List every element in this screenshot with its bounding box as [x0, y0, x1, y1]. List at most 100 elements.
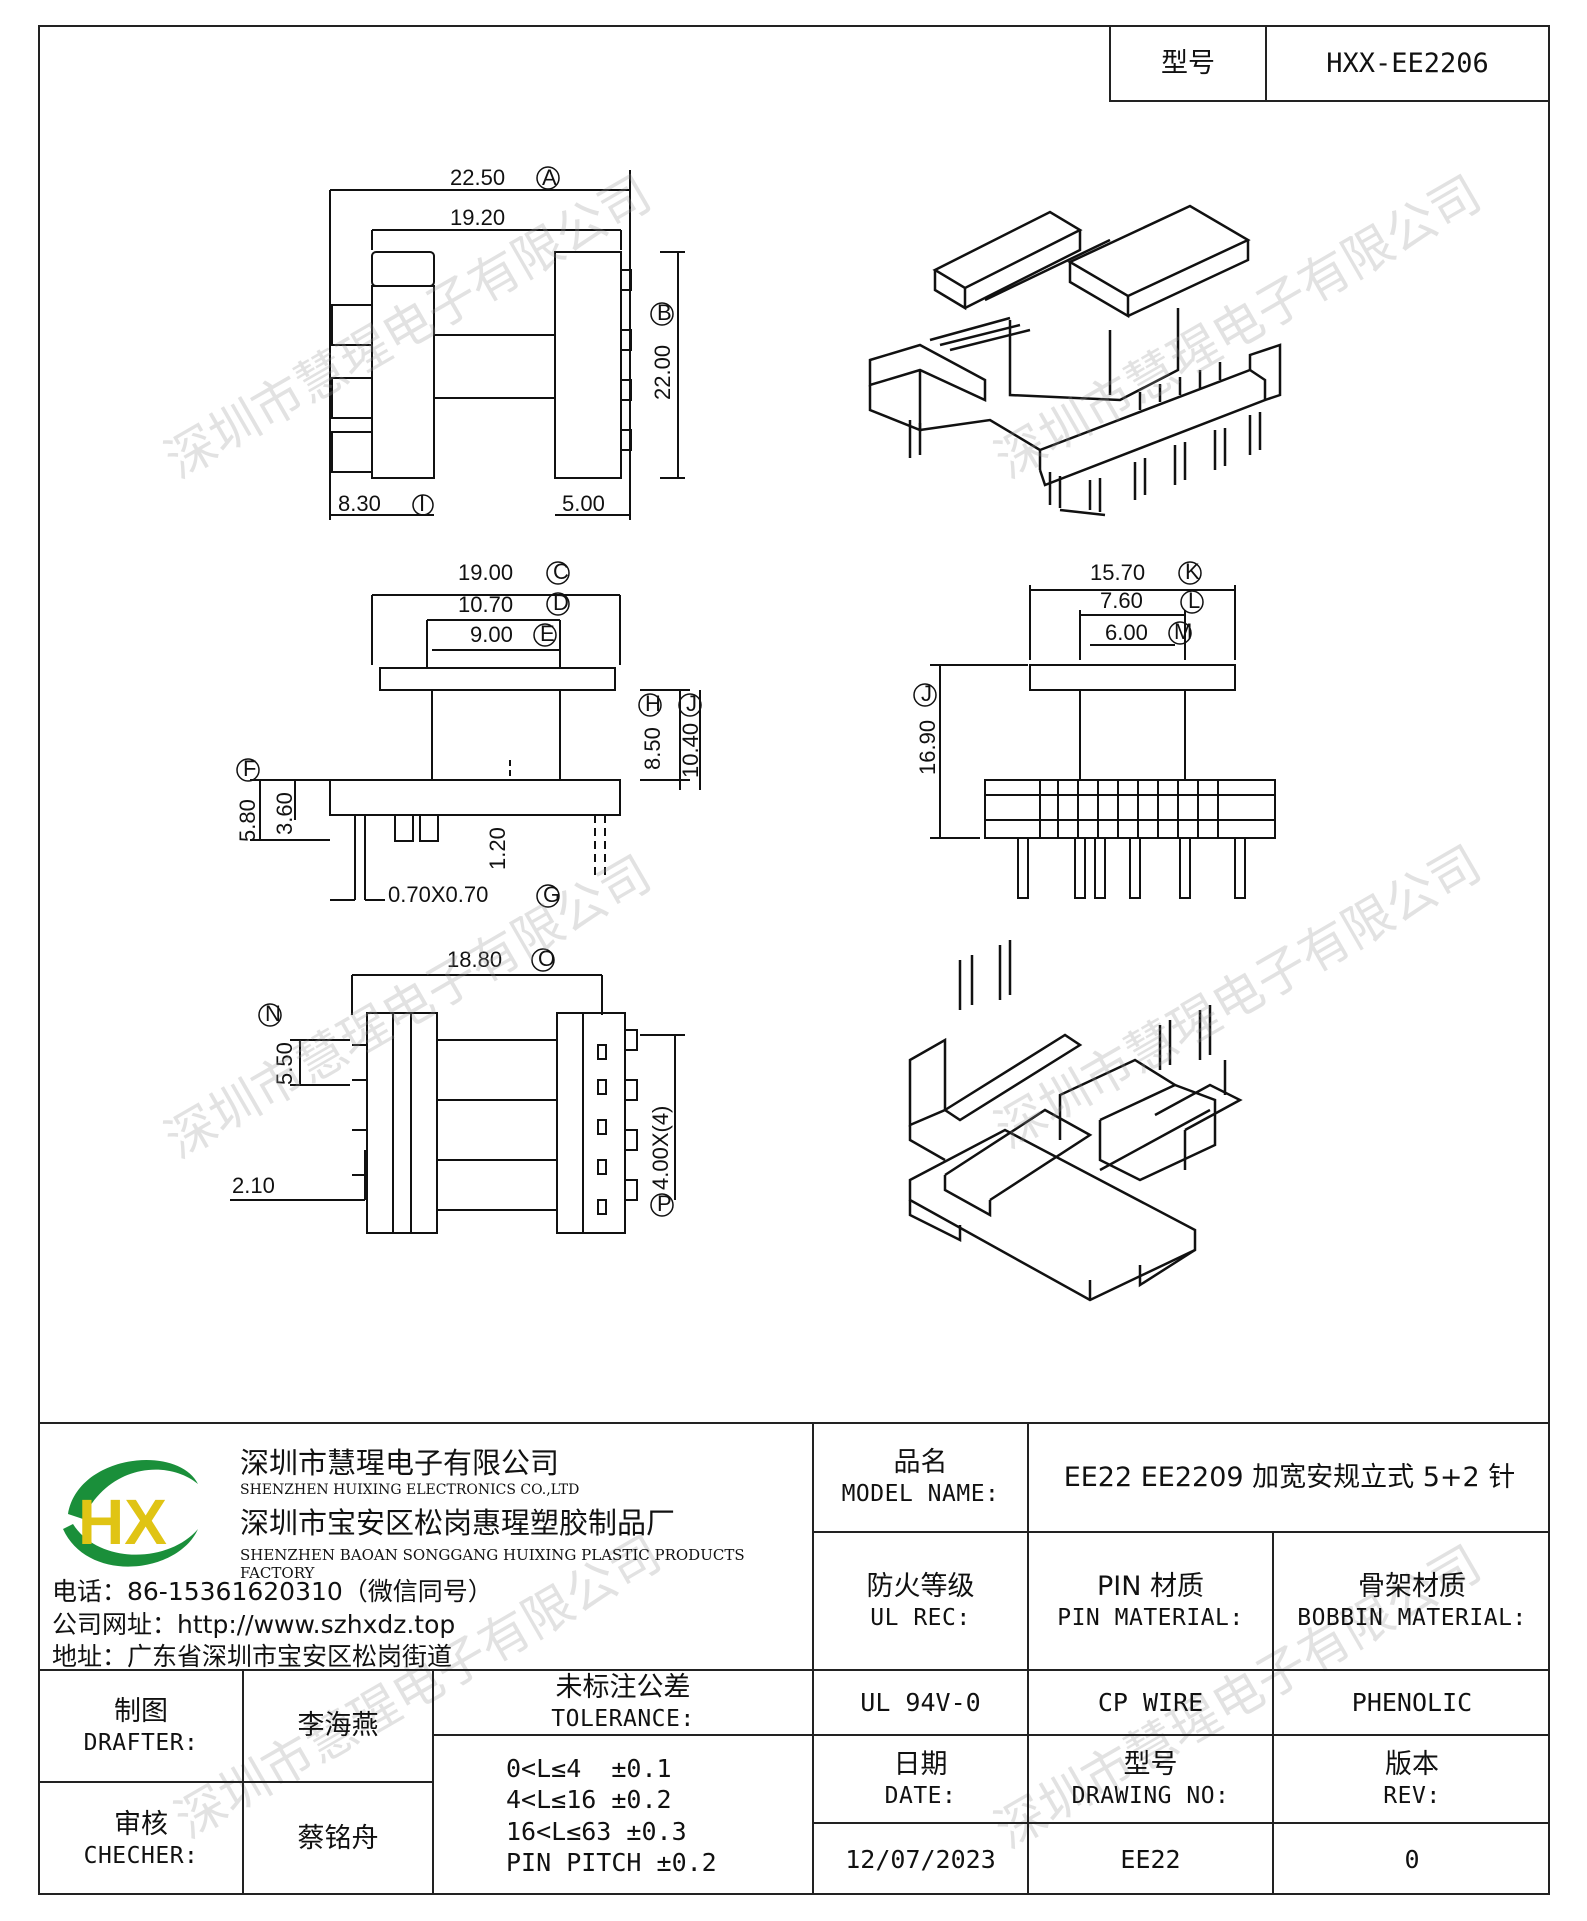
dim-h: 8.50 — [640, 727, 665, 770]
dim-o-label: O — [538, 946, 555, 971]
dim-i-label: I — [419, 491, 425, 516]
dim-k: 15.70 — [1090, 560, 1145, 585]
dim-g: 0.70X0.70 — [388, 882, 488, 907]
checker-cn: 审核 — [114, 1808, 168, 1840]
company-name-2: 深圳市宝安区松岗惠瑆塑胶制品厂 — [240, 1506, 676, 1540]
rev-cn: 版本 — [1385, 1748, 1439, 1780]
company-name-1-en: SHENZHEN HUIXING ELECTRONICS CO.,LTD — [240, 1482, 580, 1498]
bobbin-material-cn: 骨架材质 — [1358, 1570, 1466, 1602]
grid-line — [38, 1781, 434, 1783]
model-name-label: 品名 MODEL NAME: — [814, 1424, 1027, 1531]
dim-a-label: A — [542, 165, 557, 190]
dim-a: 22.50 — [450, 165, 505, 190]
logo-letters: HX — [78, 1486, 167, 1558]
dim-c-label: C — [553, 559, 569, 584]
grid-line — [1272, 1531, 1274, 1895]
checker-value: 蔡铭舟 — [297, 1823, 379, 1855]
date-cn: 日期 — [893, 1748, 948, 1780]
dim-f2: 3.60 — [272, 792, 297, 835]
dim-j-label: J — [686, 691, 697, 716]
isometric-view-top — [868, 204, 1282, 517]
rev-value: 0 — [1404, 1844, 1420, 1874]
dim-left: 2.10 — [232, 1173, 275, 1198]
grid-line — [432, 1669, 434, 1895]
bobbin-material-label: 骨架材质 BOBBIN MATERIAL: — [1274, 1533, 1550, 1669]
bottom-view — [230, 974, 685, 1234]
company-address: 地址：广东省深圳市宝安区松岗街道 — [52, 1642, 453, 1671]
drawing-no-value-cell: EE22 — [1029, 1824, 1272, 1895]
drawing-no-value: EE22 — [1120, 1844, 1181, 1874]
date-en: DATE: — [884, 1782, 957, 1809]
tolerance-label: 未标注公差 TOLERANCE: — [434, 1671, 812, 1734]
tolerance-row: PIN PITCH ±0.2 — [506, 1847, 717, 1877]
ul-rec-cn: 防火等级 — [866, 1570, 975, 1602]
dim-b: 22.00 — [650, 345, 675, 400]
checker-en: CHECHER: — [83, 1842, 199, 1869]
company-phone: 电话：86-15361620310（微信同号） — [52, 1577, 493, 1606]
pin-material-label: PIN 材质 PIN MATERIAL: — [1029, 1533, 1272, 1669]
dim-m-label: M — [1174, 619, 1192, 644]
checker-value-cell: 蔡铭舟 — [244, 1783, 432, 1895]
dim-k-label: K — [1185, 559, 1200, 584]
top-view — [329, 170, 685, 520]
drafter-cn: 制图 — [114, 1695, 168, 1727]
dim-g-label: G — [543, 882, 560, 907]
tolerance-en: TOLERANCE: — [551, 1706, 695, 1732]
dim-e-label: E — [540, 621, 555, 646]
drawing-no-cn: 型号 — [1123, 1748, 1178, 1780]
model-name-value-cell: EE22 EE2209 加宽安规立式 5+2 针 — [1029, 1424, 1550, 1531]
dim-j: 10.40 — [678, 723, 703, 778]
drafter-en: DRAFTER: — [83, 1729, 199, 1756]
ul-rec-value: UL 94V-0 — [860, 1687, 981, 1717]
dim-h-label: H — [645, 691, 661, 716]
dim-f-label: F — [243, 756, 256, 781]
dim-height-label: J — [921, 681, 932, 706]
grid-line — [38, 1669, 1550, 1671]
date-value: 12/07/2023 — [845, 1844, 996, 1874]
rev-label: 版本 REV: — [1274, 1736, 1550, 1822]
dim-n: 5.50 — [272, 1042, 297, 1085]
isometric-view-bottom — [908, 940, 1243, 1302]
drawing-frame — [38, 25, 1550, 1895]
front-view — [930, 585, 1276, 899]
dim-right: 5.00 — [562, 491, 605, 516]
dim-inner: 19.20 — [450, 205, 505, 230]
header-value-text: HXX-EE2206 — [1326, 47, 1489, 79]
date-label: 日期 DATE: — [814, 1736, 1027, 1822]
tolerance-row: 0<L≤4 ±0.1 — [506, 1754, 672, 1783]
dim-height: 16.90 — [915, 720, 940, 775]
bobbin-material-value-cell: PHENOLIC — [1274, 1671, 1550, 1734]
pin-material-en: PIN MATERIAL: — [1057, 1604, 1244, 1631]
company-area: HX 深圳市慧瑆电子有限公司 SHENZHEN HUIXING ELECTRON… — [40, 1424, 812, 1671]
ul-rec-value-cell: UL 94V-0 — [814, 1671, 1027, 1734]
dim-b-label: B — [657, 300, 672, 325]
grid-line — [812, 1424, 814, 1895]
tolerance-row: 16<L≤63 ±0.3 — [506, 1816, 687, 1846]
model-name-en: MODEL NAME: — [841, 1481, 1000, 1507]
tolerance-list: 0<L≤4 ±0.1 4<L≤16 ±0.2 16<L≤63 ±0.3 PIN … — [434, 1736, 812, 1895]
grid-line — [434, 1734, 1550, 1736]
bobbin-material-value: PHENOLIC — [1351, 1687, 1473, 1717]
dim-d-label: D — [553, 590, 569, 615]
tolerance-cn: 未标注公差 — [555, 1672, 691, 1704]
dim-p-label: P — [657, 1191, 672, 1216]
ul-rec-label: 防火等级 UL REC: — [814, 1533, 1027, 1669]
company-logo: HX — [63, 1460, 198, 1567]
dim-e: 9.00 — [470, 622, 513, 647]
pin-material-cn: PIN 材质 — [1096, 1570, 1205, 1602]
dim-d: 10.70 — [458, 592, 513, 617]
dim-mid: 1.20 — [485, 827, 510, 870]
model-name-value: EE22 EE2209 加宽安规立式 5+2 针 — [1063, 1461, 1516, 1493]
ul-rec-en: UL REC: — [870, 1604, 971, 1631]
grid-line — [242, 1669, 244, 1895]
drawing-no-en: DRAWING NO: — [1071, 1782, 1230, 1809]
dim-p: 4.00X(4) — [648, 1106, 673, 1190]
grid-line — [812, 1531, 1550, 1533]
pin-material-value-cell: CP WIRE — [1029, 1671, 1272, 1734]
grid-line — [812, 1822, 1550, 1824]
model-name-cn: 品名 — [893, 1447, 948, 1479]
dim-l-label: L — [1188, 588, 1200, 613]
dim-o: 18.80 — [447, 947, 502, 972]
dim-f: 5.80 — [235, 799, 260, 842]
